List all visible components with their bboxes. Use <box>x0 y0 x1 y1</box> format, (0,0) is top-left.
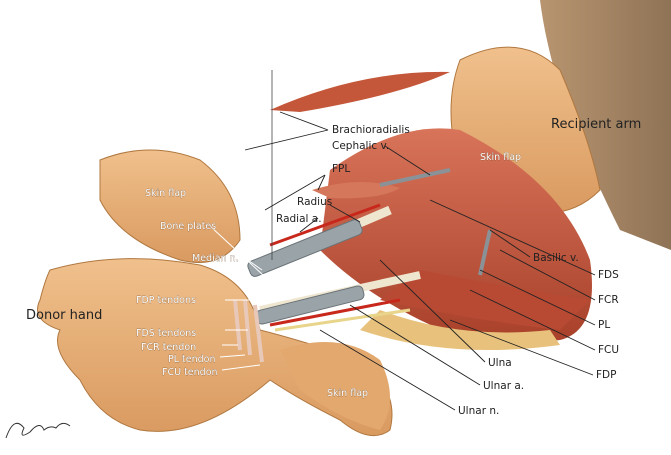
label-fpl: FPL <box>332 163 350 175</box>
label-skin-flap-left: Skin flap <box>145 188 186 199</box>
label-ulnar-n: Ulnar n. <box>458 405 499 417</box>
label-fcr: FCR <box>598 294 619 306</box>
label-recipient-arm: Recipient arm <box>551 117 641 132</box>
label-bone-plates: Bone plates <box>160 221 216 232</box>
label-median-n: Median n. <box>192 253 239 264</box>
label-skin-flap-bottom: Skin flap <box>327 388 368 399</box>
fdp-muscle <box>360 310 560 350</box>
white-leader-lines <box>209 225 291 371</box>
label-pl-tendon: PL tendon <box>168 354 216 365</box>
label-radius: Radius <box>297 196 332 208</box>
recipient-arm-shape <box>540 0 671 250</box>
label-basilic-v: Basilic v. <box>533 252 579 264</box>
label-donor-hand: Donor hand <box>26 308 102 323</box>
label-fcu: FCU <box>598 344 619 356</box>
leader-lines <box>244 111 596 411</box>
label-fcu-tendon: FCU tendon <box>162 367 218 378</box>
retractor-basilic <box>478 229 492 276</box>
label-cephalic-v: Cephalic v. <box>332 140 389 152</box>
label-radial-a: Radial a. <box>276 213 322 225</box>
ulnar-artery <box>269 298 401 327</box>
ulnar-nerve <box>274 308 411 332</box>
label-fdp: FDP <box>596 369 616 381</box>
label-fcr-tendon: FCR tendon <box>141 342 196 353</box>
label-ulna: Ulna <box>488 357 512 369</box>
label-skin-flap-right: Skin flap <box>480 152 521 163</box>
label-ulnar-a: Ulnar a. <box>483 380 524 392</box>
artist-signature <box>5 422 71 439</box>
retractor-cephalic <box>379 168 451 187</box>
label-fds: FDS <box>598 269 619 281</box>
label-brachioradialis: Brachioradialis <box>332 124 410 136</box>
wrist-tendons <box>233 299 264 363</box>
radial-artery <box>269 203 381 247</box>
label-fdp-tendons: FDP tendons <box>136 295 196 306</box>
skin-flap-bottom-shape <box>280 342 390 430</box>
bone-plate-radius <box>247 219 363 277</box>
label-pl: PL <box>598 319 610 331</box>
brachioradialis-muscle <box>270 71 450 112</box>
skin-flap-left-shape <box>99 149 241 263</box>
label-fds-tendons: FDS tendons <box>136 328 196 339</box>
fpl-muscle <box>312 181 400 199</box>
muscle-bundle <box>380 270 590 330</box>
